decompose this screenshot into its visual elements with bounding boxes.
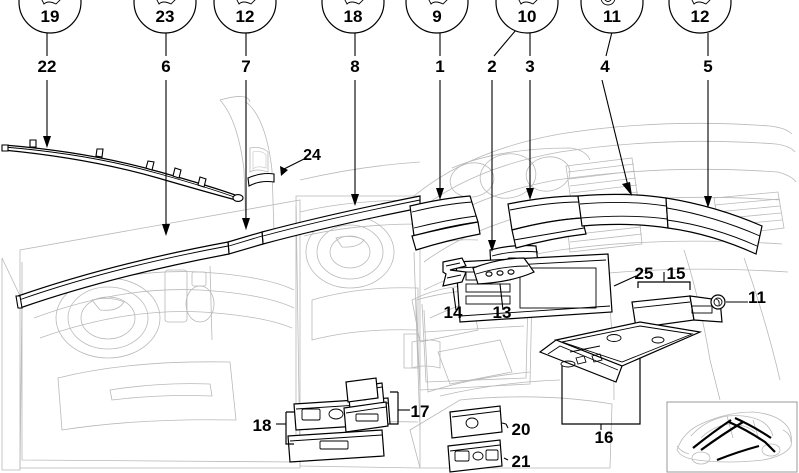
- leader-label: 8: [350, 57, 359, 76]
- part-11-trim-fastener-screw: [710, 294, 726, 310]
- callout-circle-label: 11: [603, 7, 621, 26]
- part-22-roof-rail-trim-strip: [1, 139, 244, 202]
- callout-circle-label: 12: [236, 7, 255, 26]
- inline-label: 24: [303, 147, 321, 164]
- leader-label: 3: [525, 57, 534, 76]
- part-24-door-handle-recess-trim: [247, 172, 275, 187]
- part-3-center-dashboard-trim: [507, 195, 587, 249]
- callout-circle-label: 23: [156, 7, 175, 26]
- inline-label: 13: [493, 303, 512, 322]
- callout-circle[interactable]: 10: [495, 0, 559, 34]
- inline-label: 14: [444, 303, 463, 322]
- callout-circle[interactable]: 12: [668, 0, 732, 34]
- leader-label-group: 22 6 7 8 1 2 3 4 5: [38, 57, 713, 76]
- inline-label-group: 24 14 13 25 15 11 16 18 17 20 21: [253, 147, 766, 471]
- callout-circle[interactable]: 23: [133, 0, 197, 34]
- leader-label: 1: [435, 57, 444, 76]
- callout-circle-label: 19: [41, 7, 60, 26]
- callout-circle-group: 19 23 12 18 9 10 11 12: [18, 0, 732, 34]
- part-5-glovebox-trim-strip: [665, 197, 763, 255]
- callout-circle[interactable]: 11: [580, 0, 644, 34]
- part-17-switch-bezel-pair-front: [343, 377, 389, 433]
- leader-label: 4: [600, 57, 610, 76]
- callout-circle-label: 10: [518, 7, 537, 26]
- part-16-centre-console-panel: [538, 321, 703, 383]
- inline-label: 17: [411, 402, 430, 421]
- inline-label: 25: [635, 264, 654, 283]
- part-21-double-switch-bezel: [447, 439, 503, 473]
- leader-label: 22: [38, 57, 57, 76]
- leader-label: 7: [241, 57, 250, 76]
- short-callout-leaders: [276, 157, 748, 461]
- inline-label: 18: [253, 416, 272, 435]
- part-7-pillar-trim-strip: [227, 231, 264, 255]
- inline-label: 20: [512, 420, 531, 439]
- inline-label: 11: [748, 288, 766, 307]
- part-25-ashtray-trim-surround: [455, 253, 613, 323]
- callout-circle[interactable]: 19: [18, 0, 82, 34]
- callout-circle[interactable]: 12: [213, 0, 277, 34]
- leader-label: 6: [161, 57, 170, 76]
- callout-circle-label: 9: [432, 7, 441, 26]
- callout-circle-label: 18: [344, 7, 363, 26]
- part-4-right-dashboard-trim: [577, 193, 669, 229]
- inline-label: 15: [667, 264, 686, 283]
- callout-circle-label: 12: [691, 7, 710, 26]
- callout-circle[interactable]: 9: [405, 0, 469, 34]
- vehicle-location-inset: [666, 401, 798, 473]
- part-1-instrument-cluster-trim: [409, 195, 481, 251]
- leader-label: 5: [703, 57, 712, 76]
- part-14-retaining-clip: [442, 257, 467, 287]
- inline-label: 21: [512, 452, 531, 471]
- part-13-console-trim-strip: [472, 257, 535, 285]
- part-6-rear-door-trim-strip: [15, 241, 230, 309]
- callout-sketch-glyphs: [41, 0, 711, 5]
- inline-label: 16: [595, 428, 614, 447]
- callout-circle[interactable]: 18: [321, 0, 385, 34]
- leader-label: 2: [487, 57, 496, 76]
- part-20-single-switch-bezel: [449, 405, 503, 439]
- inset-highlight-trim: [692, 416, 776, 462]
- leader-lines: [43, 29, 712, 252]
